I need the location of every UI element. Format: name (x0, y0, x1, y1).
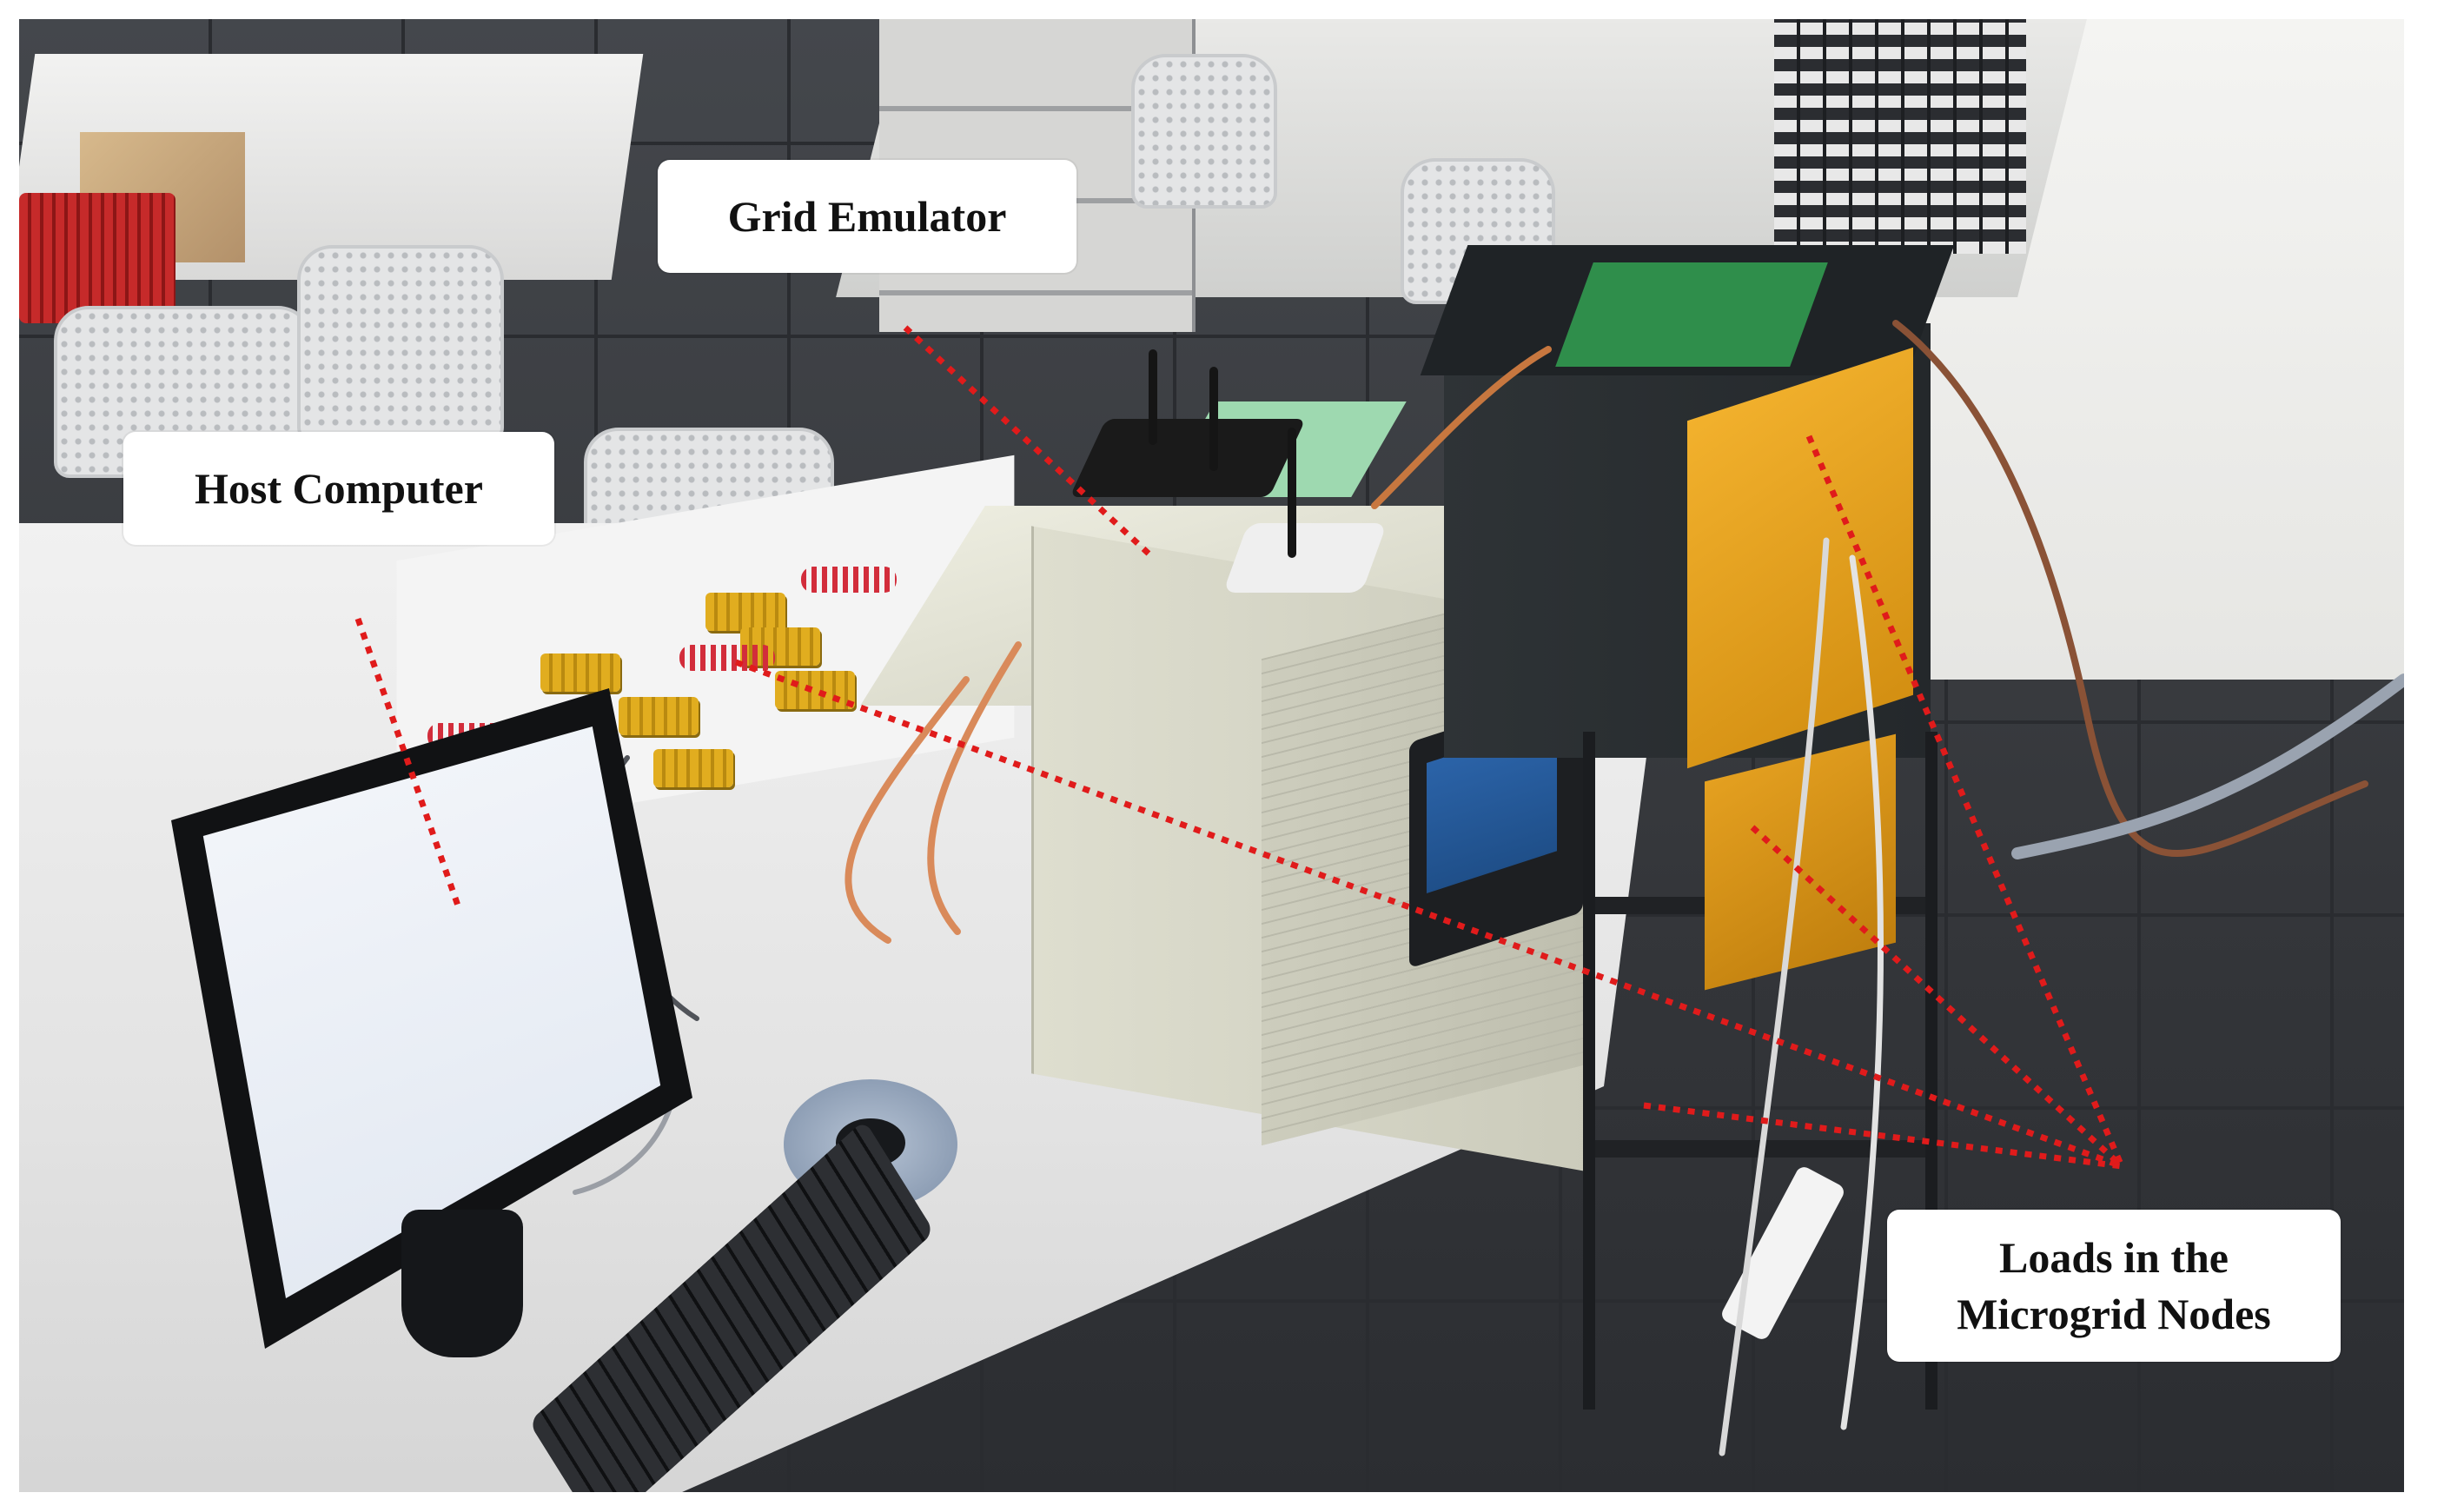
loads-pointer-2 (1643, 1102, 2123, 1170)
load-resistor (619, 697, 699, 735)
antenna (1209, 367, 1218, 471)
annotation-lines (354, 325, 2125, 1170)
load-resistor (705, 593, 785, 631)
host-computer-text: Host Computer (195, 463, 483, 513)
grid-emulator-pointer (903, 325, 1151, 556)
loads-pointer-3 (1750, 825, 2124, 1169)
grid-emulator-text: Grid Emulator (727, 191, 1007, 241)
chair (297, 245, 504, 443)
loads-pointer-4 (1805, 435, 2125, 1168)
parts-storage-rack (1774, 19, 2026, 254)
host-computer-pointer (354, 617, 461, 907)
red-wire-coil (801, 567, 897, 593)
loads-text-line1: Loads in the (1999, 1232, 2229, 1282)
antenna (1149, 349, 1157, 445)
lab-photo: Grid Emulator Host Computer Loads in the… (19, 19, 2404, 1492)
chair (1131, 54, 1277, 209)
load-resistor (775, 671, 855, 709)
red-wire-coil (679, 645, 775, 671)
loads-pointer-1 (734, 659, 2123, 1170)
load-resistor (653, 749, 733, 787)
red-equipment (19, 193, 176, 323)
grid-emulator-label: Grid Emulator (658, 160, 1076, 273)
load-resistor (540, 653, 620, 692)
loads-text-line2: Microgrid Nodes (1957, 1289, 2271, 1338)
host-computer-label: Host Computer (123, 432, 554, 545)
antenna (1288, 428, 1296, 558)
loads-label: Loads in the Microgrid Nodes (1887, 1210, 2341, 1362)
monitor-stand (401, 1210, 523, 1357)
cables (573, 320, 2404, 1456)
